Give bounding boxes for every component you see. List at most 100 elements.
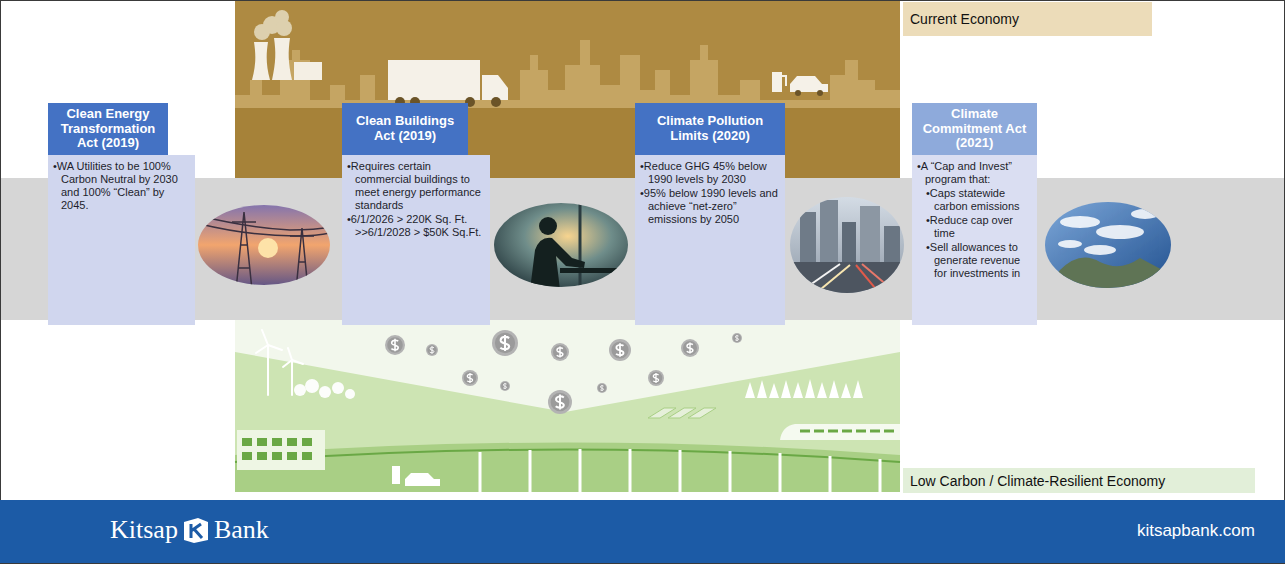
low-carbon-scene — [648, 370, 664, 386]
current-economy-scene — [782, 76, 786, 86]
card-title: Clean Buildings Act (2019) — [345, 114, 465, 143]
current-economy-scene — [482, 75, 508, 100]
current-economy-scene — [235, 40, 900, 108]
low-carbon-scene — [462, 370, 478, 386]
low-carbon-scene — [268, 345, 282, 350]
low-carbon-scene — [732, 333, 742, 343]
bullet-text: •Caps statewide carbon emissions — [917, 187, 1032, 213]
low-carbon-scene — [480, 449, 880, 492]
office-worker-photo — [492, 201, 630, 289]
card-header: Climate Commitment Act (2021) — [912, 103, 1037, 155]
earth-photo — [1060, 216, 1100, 228]
earth-photo — [1096, 225, 1144, 239]
low-carbon-scene — [385, 335, 405, 355]
low-carbon-scene — [257, 452, 267, 460]
low-carbon-scene — [879, 459, 882, 492]
low-carbon-scene — [405, 473, 440, 486]
low-carbon-scene — [392, 466, 400, 484]
low-carbon-scene — [629, 449, 632, 492]
website-url: kitsapbank.com — [1137, 521, 1255, 541]
office-worker-photo — [579, 203, 582, 289]
bullet-text: •Reduce cap over time — [917, 214, 1032, 240]
low-carbon-scene — [780, 424, 900, 440]
bullet-text: •Reduce GHG 45% below 1990 levels by 203… — [640, 160, 780, 186]
low-carbon-scene — [479, 452, 482, 492]
low-carbon-scene — [681, 339, 699, 357]
earth-photo — [1131, 209, 1159, 219]
low-carbon-scene — [287, 452, 297, 460]
bullet-text: •Requires certain commercial buildings t… — [347, 160, 485, 212]
low-carbon-scene — [291, 360, 293, 395]
city-traffic-photo — [788, 262, 906, 295]
low-carbon-scene — [294, 384, 306, 396]
low-carbon-scene — [492, 330, 518, 356]
power-lines-photo — [290, 228, 314, 290]
earth-photo — [1058, 240, 1082, 248]
card-header: Clean Energy Transformation Act (2019) — [48, 103, 168, 155]
current-economy-scene — [235, 108, 900, 180]
label-box: Low Carbon / Climate-Resilient Economy — [903, 468, 1255, 493]
low-carbon-scene — [779, 453, 782, 492]
low-carbon-scene — [283, 360, 292, 367]
office-worker-photo — [530, 238, 585, 290]
current-economy-scene — [275, 10, 289, 24]
low-carbon-scene — [294, 379, 355, 399]
current-economy-scene — [252, 42, 270, 80]
logo-text: Bank — [214, 517, 269, 543]
low-carbon-scene — [345, 389, 355, 399]
low-carbon-scene — [235, 443, 900, 493]
city-traffic-photo — [815, 265, 850, 294]
city-traffic-photo — [884, 226, 900, 262]
power-lines-photo — [196, 203, 332, 287]
city-traffic-photo — [800, 264, 895, 294]
low-carbon-scene — [426, 344, 438, 356]
bullet-text: •Sell allowances to generate revenue for… — [917, 241, 1032, 280]
city-traffic-photo — [788, 195, 906, 295]
law-card: Climate Pollution Limits (2020)•Reduce G… — [635, 103, 785, 325]
low-carbon-scene — [500, 381, 510, 391]
low-carbon-scene — [237, 430, 325, 470]
footer-link-box: kitsapbank.com — [1137, 521, 1255, 541]
bullet-text: •WA Utilities to be 100% Carbon Neutral … — [53, 160, 190, 212]
office-worker-photo — [492, 201, 630, 290]
low-carbon-scene — [551, 343, 569, 361]
low-carbon-scene — [302, 438, 312, 446]
current-economy-scene — [235, 0, 900, 180]
low-carbon-scene — [256, 330, 303, 395]
low-carbon-scene — [745, 379, 863, 398]
logo-icon — [191, 524, 202, 538]
low-carbon-scene — [679, 450, 682, 492]
current-economy-scene — [817, 90, 823, 96]
low-carbon-scene — [688, 408, 716, 418]
earth-photo — [1043, 200, 1173, 290]
power-lines-photo — [200, 216, 334, 230]
label-box: Current Economy — [903, 2, 1152, 36]
region-label: Current Economy — [910, 11, 1019, 27]
bullet-text: •6/1/2026 > 220K Sq. Ft. >>6/1/2028 > $5… — [347, 213, 485, 239]
city-traffic-photo — [800, 212, 816, 262]
current-economy-scene — [235, 0, 900, 180]
card-header: Clean Buildings Act (2019) — [342, 103, 468, 155]
low-carbon-scene — [302, 452, 312, 460]
current-economy-scene — [795, 90, 801, 96]
card-body: •Reduce GHG 45% below 1990 levels by 203… — [635, 155, 785, 325]
low-carbon-scene — [272, 438, 282, 446]
low-carbon-scene — [242, 452, 252, 460]
card-title: Clean Energy Transformation Act (2019) — [51, 107, 165, 151]
earth-photo — [1045, 258, 1172, 291]
law-card: Climate Commitment Act (2021)•A “Cap and… — [912, 103, 1037, 325]
city-traffic-photo — [862, 264, 895, 292]
bank-logo: KitsapBank — [110, 516, 269, 544]
office-worker-photo — [560, 268, 630, 273]
power-lines-photo — [196, 203, 334, 290]
low-carbon-scene — [235, 320, 900, 492]
low-carbon-scene — [729, 451, 732, 492]
current-economy-scene — [491, 97, 501, 107]
law-card: Clean Buildings Act (2019) •Requires cert… — [342, 103, 490, 325]
low-carbon-scene — [292, 360, 303, 364]
low-carbon-scene — [242, 438, 312, 460]
law-card: Clean Energy Transformation Act (2019) •W… — [48, 103, 195, 325]
current-economy-scene — [790, 76, 828, 92]
